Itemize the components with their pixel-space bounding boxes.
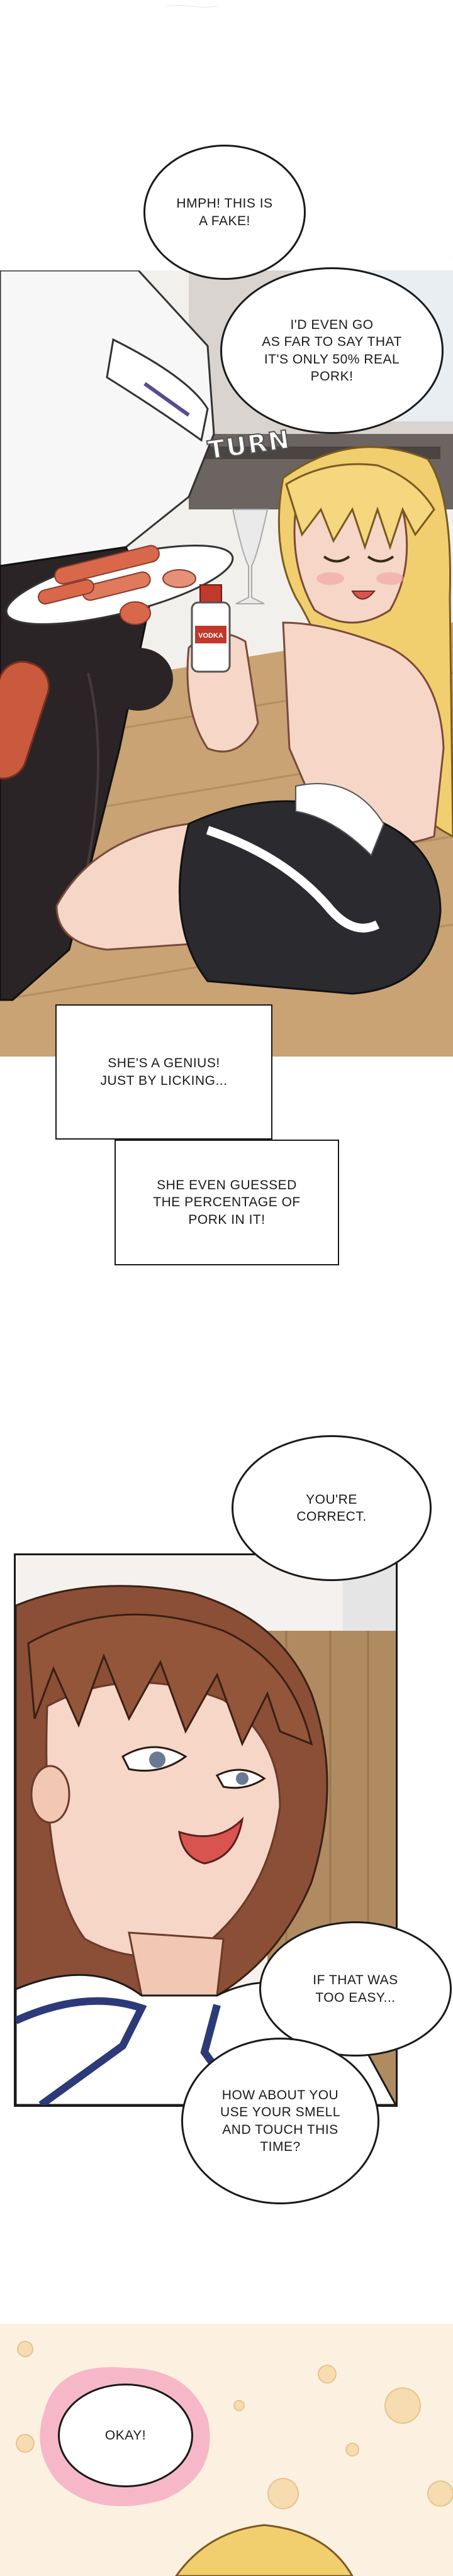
- caption-text-guessed: SHE EVEN GUESSED THE PERCENTAGE OF PORK …: [153, 1178, 301, 1227]
- bottle-label: VODKA: [198, 632, 223, 640]
- speech-text-correct: YOU'RE CORRECT.: [296, 1492, 367, 1524]
- caption-guessed: SHE EVEN GUESSED THE PERCENTAGE OF PORK …: [115, 1140, 339, 1265]
- speech-bubble-okay: OKAY!: [58, 2384, 193, 2487]
- speech-text-easy: IF THAT WAS TOO EASY...: [313, 1973, 398, 2005]
- speech-text-okay: OKAY!: [104, 2428, 147, 2443]
- top-edge-artifact: [166, 0, 218, 8]
- speech-text-pork: I'D EVEN GO AS FAR TO SAY THAT IT'S ONLY…: [262, 317, 402, 384]
- speech-bubble-fake: HMPH! THIS IS A FAKE!: [143, 145, 306, 280]
- caption-genius: SHE'S A GENIUS! JUST BY LICKING...: [55, 1004, 272, 1140]
- speech-text-fake: HMPH! THIS IS A FAKE!: [176, 196, 273, 228]
- speech-bubble-pork: I'D EVEN GO AS FAR TO SAY THAT IT'S ONLY…: [220, 267, 444, 434]
- caption-text-genius: SHE'S A GENIUS! JUST BY LICKING...: [100, 1056, 228, 1088]
- speech-bubble-easy: IF THAT WAS TOO EASY...: [259, 1921, 452, 2057]
- speech-bubble-smell: HOW ABOUT YOU USE YOUR SMELL AND TOUCH T…: [181, 2038, 379, 2204]
- speech-bubble-correct: YOU'RE CORRECT.: [232, 1435, 432, 1581]
- speech-text-smell: HOW ABOUT YOU USE YOUR SMELL AND TOUCH T…: [220, 2087, 340, 2154]
